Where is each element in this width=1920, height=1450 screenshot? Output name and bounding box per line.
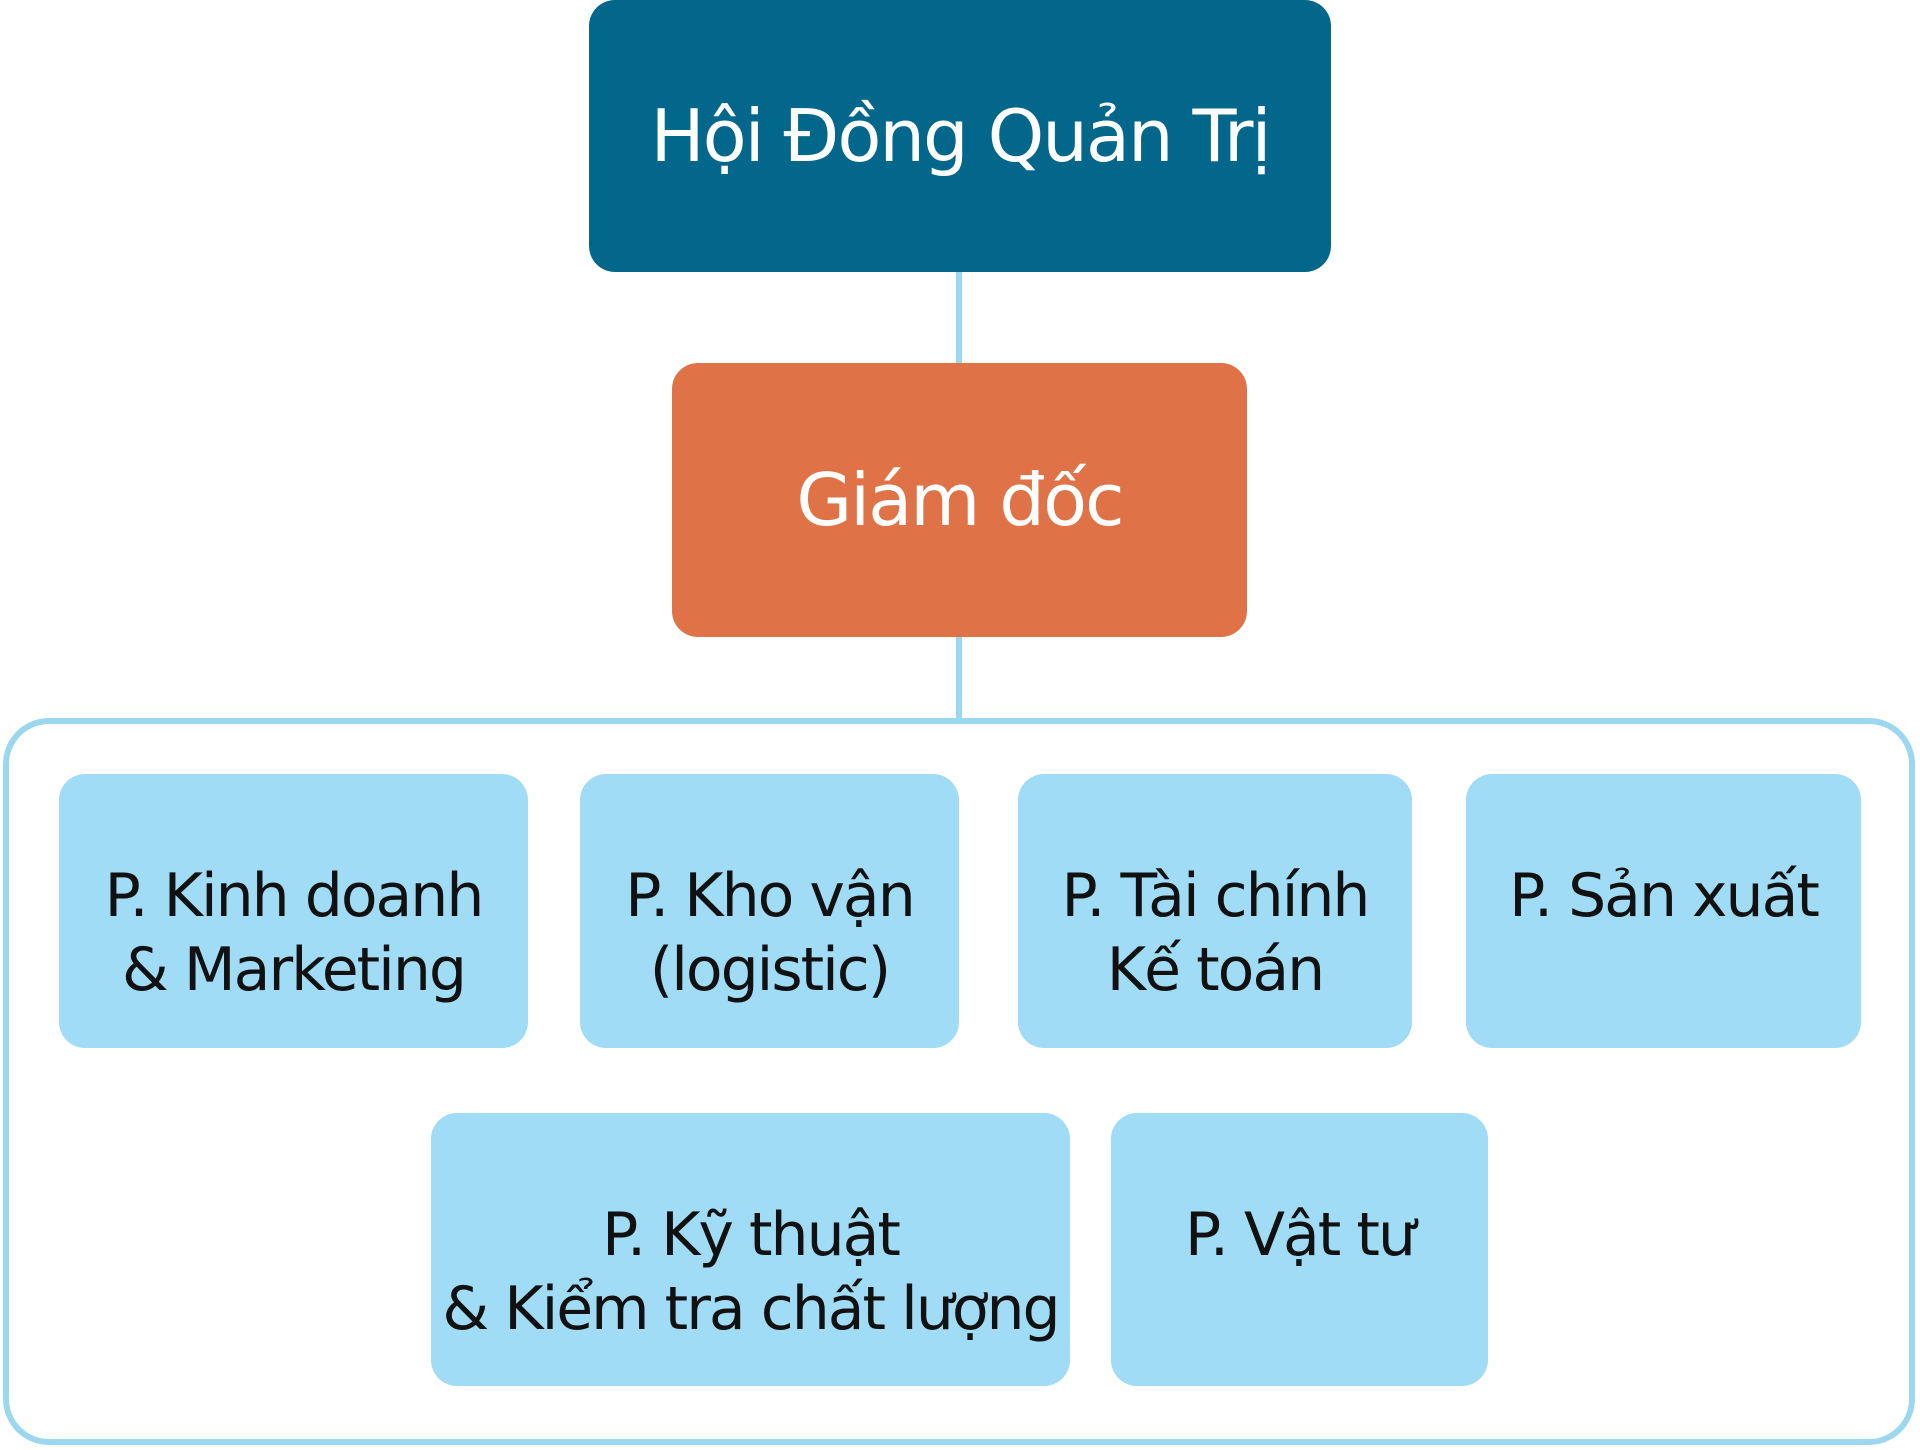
- director-box: Giám đốc: [672, 363, 1247, 637]
- department-line: P. Kỹ thuật: [602, 1200, 901, 1270]
- department-line: P. Kinh doanh: [104, 861, 485, 931]
- department-sales-marketing: P. Kinh doanh& Marketing: [59, 774, 528, 1048]
- department-line: P. Sản xuất: [1509, 861, 1820, 931]
- department-line: Kế toán: [1106, 935, 1325, 1005]
- connector-director-departments: [956, 637, 962, 721]
- board-label: Hội Đồng Quản Trị: [650, 94, 1271, 178]
- department-materials: P. Vật tư: [1111, 1113, 1488, 1386]
- department-production: P. Sản xuất: [1466, 774, 1861, 1048]
- department-line: & Kiểm tra chất lượng: [442, 1274, 1060, 1344]
- department-logistics: P. Kho vận(logistic): [580, 774, 959, 1048]
- director-label: Giám đốc: [796, 458, 1124, 542]
- department-line: & Marketing: [122, 935, 467, 1005]
- department-engineering-qc: P. Kỹ thuật& Kiểm tra chất lượng: [431, 1113, 1070, 1386]
- board-box: Hội Đồng Quản Trị: [589, 0, 1331, 272]
- department-line: P. Kho vận: [625, 861, 915, 931]
- department-line: P. Vật tư: [1185, 1200, 1416, 1270]
- department-line: (logistic): [649, 935, 891, 1005]
- connector-board-director: [956, 272, 962, 363]
- departments-group: [3, 718, 1915, 1445]
- department-line: P. Tài chính: [1061, 861, 1371, 931]
